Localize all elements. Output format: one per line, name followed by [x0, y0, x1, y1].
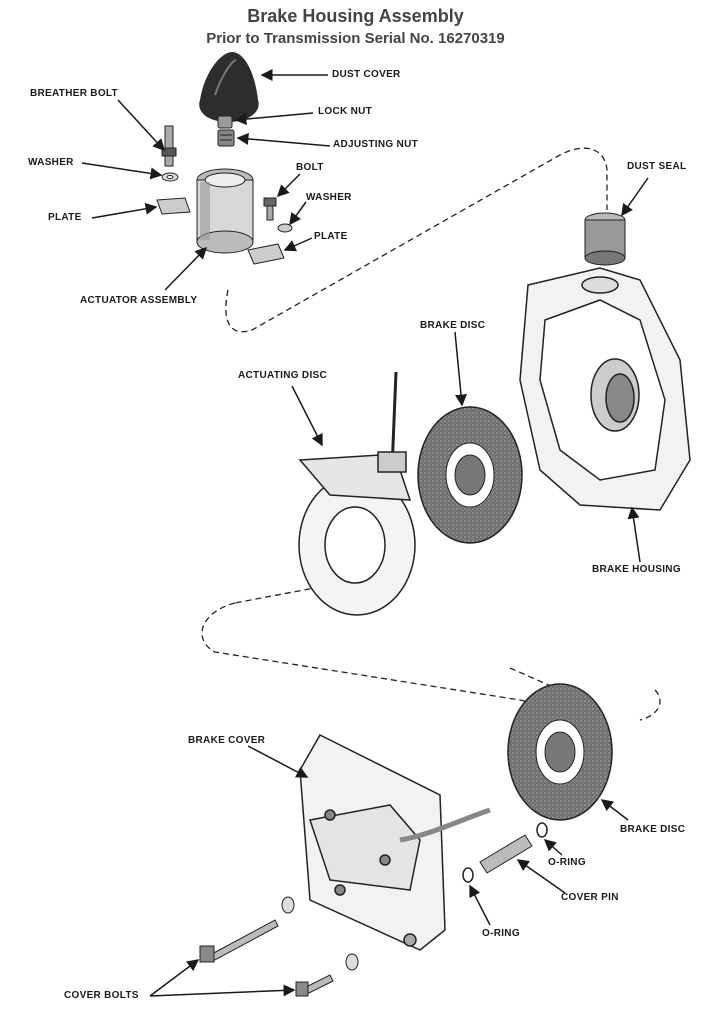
leader-brake-disc-bottom [600, 799, 629, 821]
label-breather-bolt: BREATHER BOLT [30, 88, 118, 99]
breather-bolt-part [161, 125, 177, 167]
adjusting-nut-part [217, 129, 235, 147]
label-washer-right: WASHER [306, 192, 352, 203]
brake-housing-part [519, 267, 691, 511]
label-bolt: BOLT [296, 162, 324, 173]
brake-cover-part [299, 734, 491, 951]
label-cover-pin: COVER PIN [561, 892, 619, 903]
label-o-ring-left: O-RING [482, 928, 520, 939]
cover-pin-part [479, 834, 533, 874]
cover-bolt-lower-part [295, 953, 359, 997]
leader-lock-nut [234, 112, 314, 126]
label-brake-housing: BRAKE HOUSING [592, 564, 681, 575]
o-ring-left-part [462, 867, 474, 883]
label-brake-disc-top: BRAKE DISC [420, 320, 486, 331]
diagram-title: Brake Housing Assembly [247, 6, 464, 26]
actuating-disc-part [298, 371, 416, 616]
label-dust-cover: DUST COVER [332, 69, 401, 80]
label-o-ring-right: O-RING [548, 857, 586, 868]
label-washer-left: WASHER [28, 157, 74, 168]
washer-right-part [277, 223, 293, 233]
dust-cover-part [199, 52, 259, 122]
label-plate-right: PLATE [314, 231, 348, 242]
label-dust-seal: DUST SEAL [627, 161, 687, 172]
leader-cover-bolts-2 [149, 984, 296, 997]
plate-left-part [156, 197, 191, 215]
brake-disc-bottom-part [507, 683, 613, 821]
leader-dust-seal [621, 177, 649, 217]
leader-bolt [276, 173, 301, 198]
brake-disc-top-part [417, 406, 523, 544]
label-actuator-assembly: ACTUATOR ASSEMBLY [80, 295, 198, 306]
leader-plate-left [91, 202, 158, 219]
cover-bolt-upper-part [199, 896, 295, 963]
leader-brake-cover [247, 745, 309, 778]
leader-washer-left [81, 162, 163, 180]
leader-o-ring-right [543, 839, 563, 856]
leader-adjusting-nut [236, 132, 331, 147]
leader-washer-right [289, 201, 307, 226]
leader-breather-bolt [117, 99, 166, 152]
leader-brake-disc-top [454, 331, 467, 407]
washer-left-part [161, 172, 179, 182]
leader-plate-right [283, 237, 313, 252]
label-brake-disc-bottom: BRAKE DISC [620, 824, 686, 835]
leader-brake-housing [627, 506, 641, 563]
leader-actuating-disc [291, 385, 323, 447]
label-plate-left: PLATE [48, 212, 82, 223]
label-lock-nut: LOCK NUT [318, 106, 373, 117]
dust-seal-part [584, 212, 626, 266]
bolt-part [263, 197, 277, 221]
o-ring-right-part [536, 822, 548, 838]
label-actuating-disc: ACTUATING DISC [238, 370, 328, 381]
label-brake-cover: BRAKE COVER [188, 735, 266, 746]
label-adjusting-nut: ADJUSTING NUT [333, 139, 419, 150]
leader-actuator-assembly [164, 246, 208, 291]
lock-nut-part [217, 115, 233, 129]
leader-cover-pin [516, 859, 566, 894]
actuator-assembly-part [196, 168, 254, 254]
assembly-path-top [225, 147, 608, 333]
label-cover-bolts: COVER BOLTS [64, 990, 139, 1001]
diagram-subtitle: Prior to Transmission Serial No. 1627031… [206, 30, 505, 47]
plate-right-part [247, 243, 285, 265]
leader-o-ring-left [469, 884, 491, 926]
leader-cover-bolts-1 [149, 959, 200, 997]
